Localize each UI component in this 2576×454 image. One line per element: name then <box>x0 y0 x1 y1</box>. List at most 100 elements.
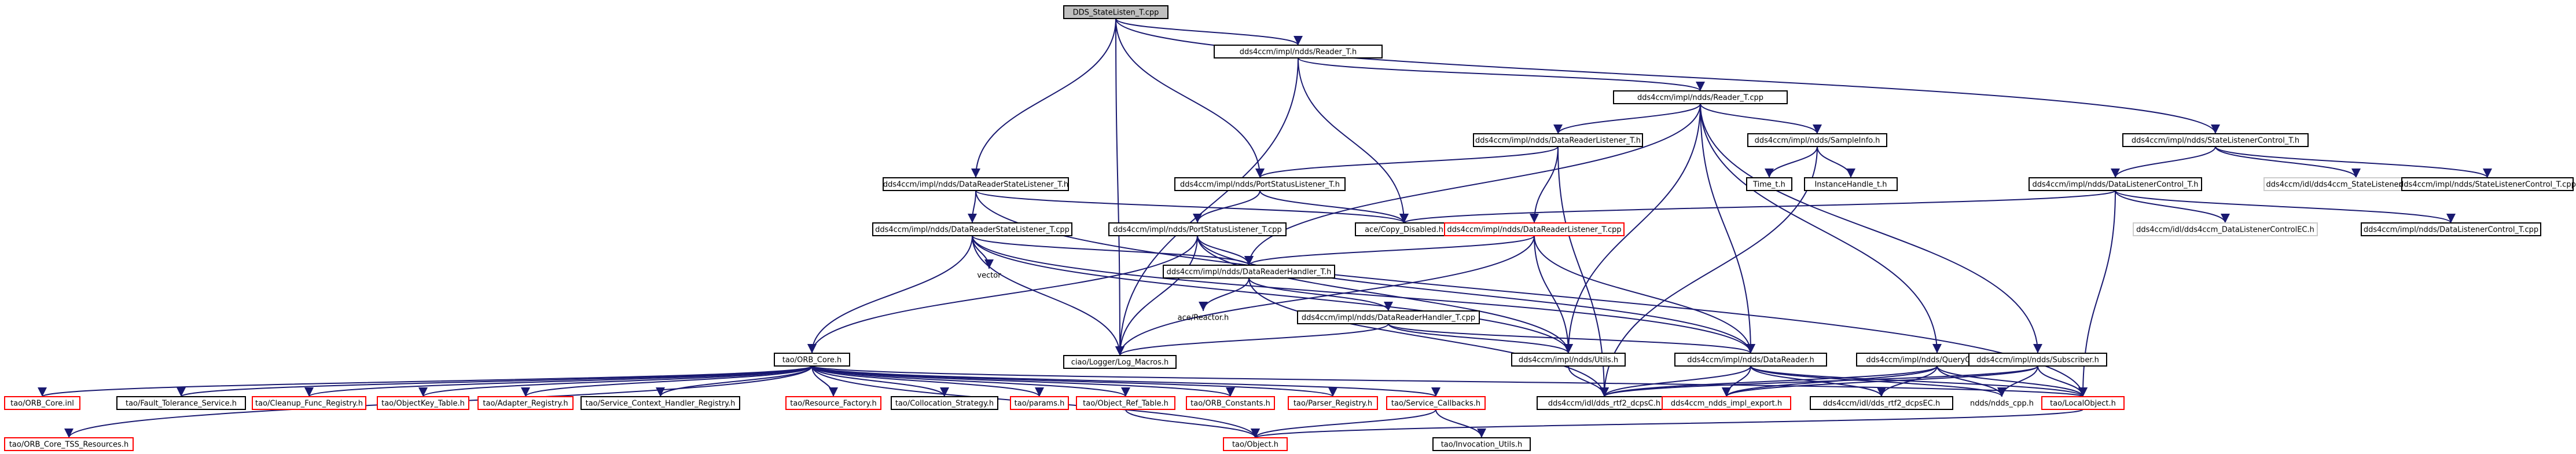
edge-datareaderstatelistener-t-cpp-to-orb-core-h <box>807 235 973 354</box>
node-object-h[interactable]: tao/Object.h <box>1223 437 1288 451</box>
node-vector[interactable]: vector <box>975 269 1004 281</box>
node-box <box>1511 353 1626 367</box>
node-box <box>1174 177 1346 191</box>
node-subscriber-h[interactable]: dds4ccm/impl/ndds/Subscriber.h <box>1968 353 2107 367</box>
edge-root-to-datareaderstatelistener-t-h <box>971 18 1116 178</box>
edge-portstatuslistener-t-cpp-to-datareader-h <box>1197 235 1755 354</box>
edge-querycondition-h-to-dds-rtf2-dcpsc-h <box>1600 365 1938 397</box>
edge-datareader-h-to-localobject-h <box>1750 365 2088 397</box>
node-instancehandle-t-h[interactable]: InstanceHandle_t.h <box>1804 177 1898 191</box>
node-datareaderlistener-t-cpp[interactable]: dds4ccm/impl/ndds/DataReaderListener_T.c… <box>1444 222 1625 236</box>
node-box <box>1613 90 1788 104</box>
node-time-t-h[interactable]: Time_t.h <box>1746 177 1792 191</box>
node-orb-core-tss-resources-h[interactable]: tao/ORB_Core_TSS_Resources.h <box>4 437 134 451</box>
node-service-context-handler-registry-h[interactable]: tao/Service_Context_Handler_Registry.h <box>580 396 740 410</box>
node-box <box>883 177 1069 191</box>
node-cleanup-func-registry-h[interactable]: tao/Cleanup_Func_Registry.h <box>252 396 366 410</box>
edge-sampleinfo-h-to-dds-rtf2-dcpsc-h <box>1600 146 1818 397</box>
node-orb-core-h[interactable]: tao/ORB_Core.h <box>774 353 850 367</box>
node-label: dds4ccm/impl/ndds/StateListenerControl_T… <box>2132 137 2299 145</box>
node-box <box>2133 222 2318 236</box>
edge-portstatuslistener-t-cpp-to-log-macros-h <box>1115 235 1198 356</box>
node-collocation-strategy-h[interactable]: tao/Collocation_Strategy.h <box>891 396 998 410</box>
node-dds4ccm-ndds-impl-export-h[interactable]: dds4ccm_ndds_impl_export.h <box>1662 396 1791 410</box>
node-copy-disabled-h[interactable]: ace/Copy_Disabled.h <box>1355 222 1453 236</box>
node-datareaderlistener-t-h[interactable]: dds4ccm/impl/ndds/DataReaderListener_T.h <box>1473 133 1643 147</box>
node-label: tao/ObjectKey_Table.h <box>381 400 465 408</box>
edge-portstatuslistener-t-cpp-to-utils-h <box>1197 235 1573 354</box>
edge-subscriber-h-to-ndds-ndds-cpp-h <box>1997 365 2038 397</box>
node-box <box>1163 265 1335 279</box>
edge-reader-t-cpp-to-datareaderlistener-t-h <box>1553 103 1701 134</box>
node-box <box>774 353 850 367</box>
node-resource-factory-h[interactable]: tao/Resource_Factory.h <box>785 396 881 410</box>
node-dds-rtf2-dcpsc-h[interactable]: dds4ccm/idl/dds_rtf2_dcpsC.h <box>1537 396 1672 410</box>
edge-orb-core-h-to-resource-factory-h <box>811 365 838 397</box>
node-reader-t-h[interactable]: dds4ccm/impl/ndds/Reader_T.h <box>1214 45 1383 58</box>
edge-sampleinfo-h-to-instancehandle-t-h <box>1817 146 1855 178</box>
edge-statelistenercontrol-t-h-to-statelistenercontrolec-h <box>2215 146 2361 178</box>
node-datareaderstatelistener-t-h[interactable]: dds4ccm/impl/ndds/DataReaderStateListene… <box>883 177 1069 191</box>
node-ndds-ndds-cpp-h[interactable]: ndds/ndds_cpp.h <box>1963 397 2041 409</box>
node-label: tao/ORB_Core.inl <box>10 400 74 408</box>
node-label: dds4ccm/impl/ndds/DataReaderListener_T.h <box>1475 137 1641 145</box>
node-box <box>4 396 80 410</box>
node-box <box>1444 222 1625 236</box>
node-box <box>1063 5 1168 19</box>
node-box <box>1297 310 1480 324</box>
node-label: ciao/Logger/Log_Macros.h <box>1071 358 1168 367</box>
node-box <box>2401 177 2574 191</box>
node-log-macros-h[interactable]: ciao/Logger/Log_Macros.h <box>1063 355 1177 369</box>
node-sampleinfo-h[interactable]: dds4ccm/impl/ndds/SampleInfo.h <box>1747 133 1887 147</box>
node-box <box>1063 355 1177 369</box>
node-datareader-h[interactable]: dds4ccm/impl/ndds/DataReader.h <box>1674 353 1827 367</box>
node-statelistenercontrol-t-h[interactable]: dds4ccm/impl/ndds/StateListenerControl_T… <box>2122 133 2309 147</box>
node-adapter-registry-h[interactable]: tao/Adapter_Registry.h <box>477 396 574 410</box>
node-ace-reactor-h[interactable]: ace/Reactor.h <box>1171 311 1235 324</box>
node-label: dds4ccm/idl/dds_rtf2_dcpsEC.h <box>1823 400 1940 408</box>
node-utils-h[interactable]: dds4ccm/impl/ndds/Utils.h <box>1511 353 1626 367</box>
node-datareaderstatelistener-t-cpp[interactable]: dds4ccm/impl/ndds/DataReaderStateListene… <box>872 222 1072 236</box>
node-params-h[interactable]: tao/params.h <box>1010 396 1069 410</box>
node-statelistenercontrol-t-cpp[interactable]: dds4ccm/impl/ndds/StateListenerControl_T… <box>2399 177 2576 191</box>
node-label: tao/Object_Ref_Table.h <box>1083 400 1168 408</box>
node-label: dds4ccm/impl/ndds/PortStatusListener_T.c… <box>1113 226 1281 235</box>
node-object-ref-table-h[interactable]: tao/Object_Ref_Table.h <box>1076 396 1175 410</box>
node-orb-constants-h[interactable]: tao/ORB_Constants.h <box>1186 396 1275 410</box>
edge-reader-t-cpp-to-subscriber-h <box>1700 103 2042 354</box>
node-dds-rtf2-dcpsec-h[interactable]: dds4ccm/idl/dds_rtf2_dcpsEC.h <box>1810 396 1953 410</box>
edge-datareaderhandler-t-cpp-to-utils-h <box>1388 323 1573 354</box>
node-label: dds4ccm/impl/ndds/Subscriber.h <box>1976 356 2099 365</box>
node-root[interactable]: DDS_StateListen_T.cpp <box>1063 5 1168 19</box>
node-parser-registry-h[interactable]: tao/Parser_Registry.h <box>1288 396 1378 410</box>
node-box <box>2122 133 2309 147</box>
node-datalistenercontrol-t-cpp[interactable]: dds4ccm/impl/ndds/DataListenerControl_T.… <box>2361 222 2541 236</box>
node-portstatuslistener-t-h[interactable]: dds4ccm/impl/ndds/PortStatusListener_T.h <box>1174 177 1346 191</box>
node-datalistenercontrol-t-h[interactable]: dds4ccm/impl/ndds/DataListenerControl_T.… <box>2029 177 2202 191</box>
node-label: dds4ccm/impl/ndds/StateListenerControl_T… <box>2399 181 2576 189</box>
node-orb-core-inl[interactable]: tao/ORB_Core.inl <box>4 396 80 410</box>
edge-orb-core-h-to-cleanup-func-registry-h <box>304 365 813 397</box>
node-datareaderhandler-t-h[interactable]: dds4ccm/impl/ndds/DataReaderHandler_T.h <box>1163 265 1335 279</box>
node-portstatuslistener-t-cpp[interactable]: dds4ccm/impl/ndds/PortStatusListener_T.c… <box>1108 222 1287 236</box>
node-box <box>1223 437 1288 451</box>
node-fault-tolerance-service-h[interactable]: tao/Fault_Tolerance_Service.h <box>116 396 246 410</box>
node-box <box>2041 396 2125 410</box>
edge-datalistenercontrol-t-h-to-copy-disabled-h <box>1399 190 2116 224</box>
node-label: dds4ccm/impl/ndds/DataReaderHandler_T.h <box>1167 268 1332 277</box>
edge-datalistenercontrol-t-h-to-datalistenercontrolec-h <box>2115 190 2230 224</box>
node-datalistenercontrolec-h[interactable]: dds4ccm/idl/dds4ccm_DataListenerControlE… <box>2133 222 2318 236</box>
edge-portstatuslistener-t-h-to-portstatuslistener-t-cpp <box>1193 190 1261 224</box>
node-localobject-h[interactable]: tao/LocalObject.h <box>2041 396 2125 410</box>
node-box <box>1186 396 1275 410</box>
node-service-callbacks-h[interactable]: tao/Service_Callbacks.h <box>1386 396 1486 410</box>
node-reader-t-cpp[interactable]: dds4ccm/impl/ndds/Reader_T.cpp <box>1613 90 1788 104</box>
edge-datareaderstatelistener-t-cpp-to-utils-h <box>972 235 1573 354</box>
edge-root-to-log-macros-h <box>1115 18 1125 356</box>
node-label: tao/ORB_Constants.h <box>1190 400 1270 408</box>
node-label: tao/Object.h <box>1232 441 1278 449</box>
node-datareaderhandler-t-cpp[interactable]: dds4ccm/impl/ndds/DataReaderHandler_T.cp… <box>1297 310 1480 324</box>
edge-orb-core-h-to-localobject-h <box>811 365 2087 397</box>
node-objectkey-table-h[interactable]: tao/ObjectKey_Table.h <box>377 396 469 410</box>
node-invocation-utils-h[interactable]: tao/Invocation_Utils.h <box>1432 437 1531 451</box>
